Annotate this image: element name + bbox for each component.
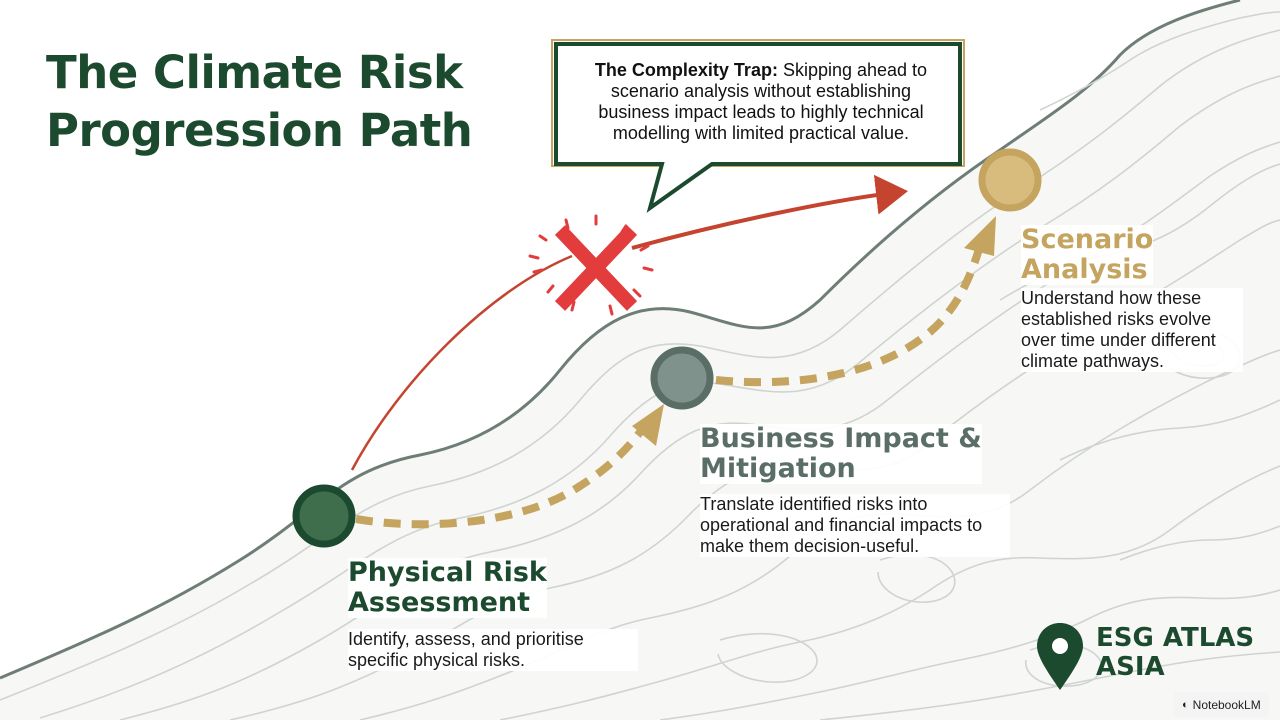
watermark-label: NotebookLM	[1192, 698, 1261, 712]
step-scenario-analysis-title: Scenario Analysis	[1021, 224, 1154, 285]
node-business-impact	[650, 346, 714, 410]
step-business-impact-title-line1: Business Impact &	[700, 423, 982, 454]
complexity-trap-callout: The Complexity Trap: Skipping ahead to s…	[562, 46, 960, 162]
step-scenario-analysis-title-line2: Analysis	[1021, 254, 1148, 285]
location-pin-icon	[1037, 623, 1083, 690]
brand-name-line1: ESG ATLAS	[1096, 623, 1255, 653]
node-physical-risk	[292, 484, 356, 548]
step-scenario-analysis-description: Understand how these established risks e…	[1021, 288, 1243, 372]
path-physical-to-business	[355, 421, 650, 529]
node-scenario-analysis	[978, 148, 1042, 212]
page-title-line1: The Climate Risk	[46, 46, 463, 99]
step-physical-risk-title-line1: Physical Risk	[348, 557, 547, 588]
notebooklm-icon: ◐	[1182, 699, 1189, 711]
page-title: The Climate Risk Progression Path	[46, 44, 473, 160]
callout-lead: The Complexity Trap:	[594, 60, 778, 80]
page-title-line2: Progression Path	[46, 104, 473, 157]
callout-box	[548, 38, 968, 214]
callout-text: Skipping ahead to scenario analysis with…	[598, 60, 928, 143]
step-physical-risk-description: Identify, assess, and prioritise specifi…	[348, 629, 638, 671]
path-business-to-scenario-arrowhead	[964, 216, 996, 256]
step-business-impact-title: Business Impact & Mitigation	[700, 424, 982, 484]
notebooklm-watermark: ◐ NotebookLM	[1174, 692, 1269, 718]
path-physical-to-business-arrowhead	[632, 404, 664, 446]
brand-name: ESG ATLAS ASIA	[1096, 624, 1254, 682]
step-physical-risk-title-line2: Assessment	[348, 587, 531, 618]
skip-arrow-main	[631, 174, 908, 250]
step-scenario-analysis-title-line1: Scenario	[1021, 224, 1154, 255]
brand-logo: ESG ATLAS ASIA	[1036, 624, 1254, 682]
step-business-impact-description: Translate identified risks into operatio…	[700, 494, 1010, 557]
path-business-to-scenario	[715, 244, 984, 387]
step-business-impact-title-line2: Mitigation	[700, 453, 856, 484]
brand-name-line2: ASIA	[1096, 652, 1165, 682]
step-physical-risk-title: Physical Risk Assessment	[348, 558, 547, 618]
mountain-ridge	[0, 0, 1241, 680]
cross-mark-icon	[528, 214, 654, 316]
